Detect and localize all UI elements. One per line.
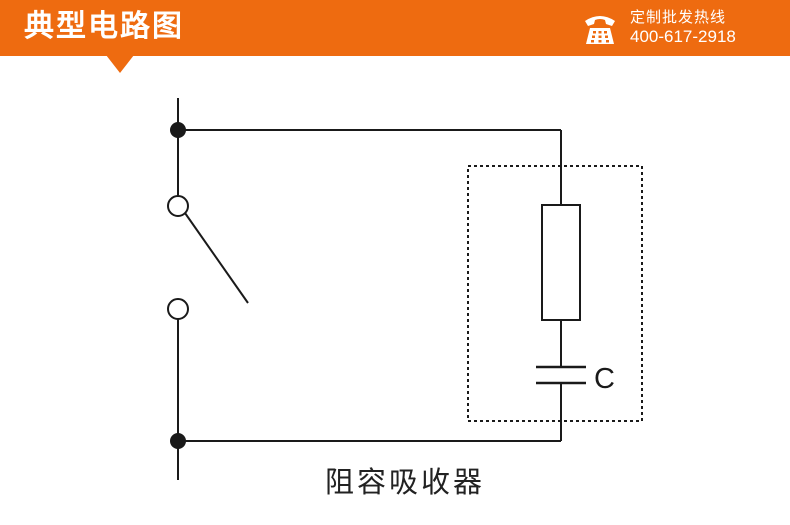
telephone-icon bbox=[585, 16, 615, 44]
capacitor-label: C bbox=[594, 363, 615, 395]
header-bar: 典型电路图 定制批发热线 400-617-2918 bbox=[0, 0, 790, 56]
junction-node-top bbox=[170, 122, 186, 138]
page-title: 典型电路图 bbox=[24, 9, 184, 44]
header-notch bbox=[106, 55, 134, 73]
junction-node-bottom bbox=[170, 433, 186, 449]
hotline-label: 定制批发热线 bbox=[630, 8, 727, 26]
rc-module-boundary bbox=[467, 165, 643, 422]
hotline-block: 定制批发热线 400-617-2918 bbox=[582, 8, 772, 48]
switch-contact-lower bbox=[167, 298, 189, 320]
switch-blade bbox=[184, 212, 249, 304]
switch-contact-upper bbox=[167, 195, 189, 217]
resistor-symbol bbox=[541, 204, 581, 321]
rc-snubber-diagram: C bbox=[167, 98, 643, 480]
hotline-number: 400-617-2918 bbox=[630, 27, 736, 46]
diagram-caption: 阻容吸收器 bbox=[324, 465, 485, 499]
